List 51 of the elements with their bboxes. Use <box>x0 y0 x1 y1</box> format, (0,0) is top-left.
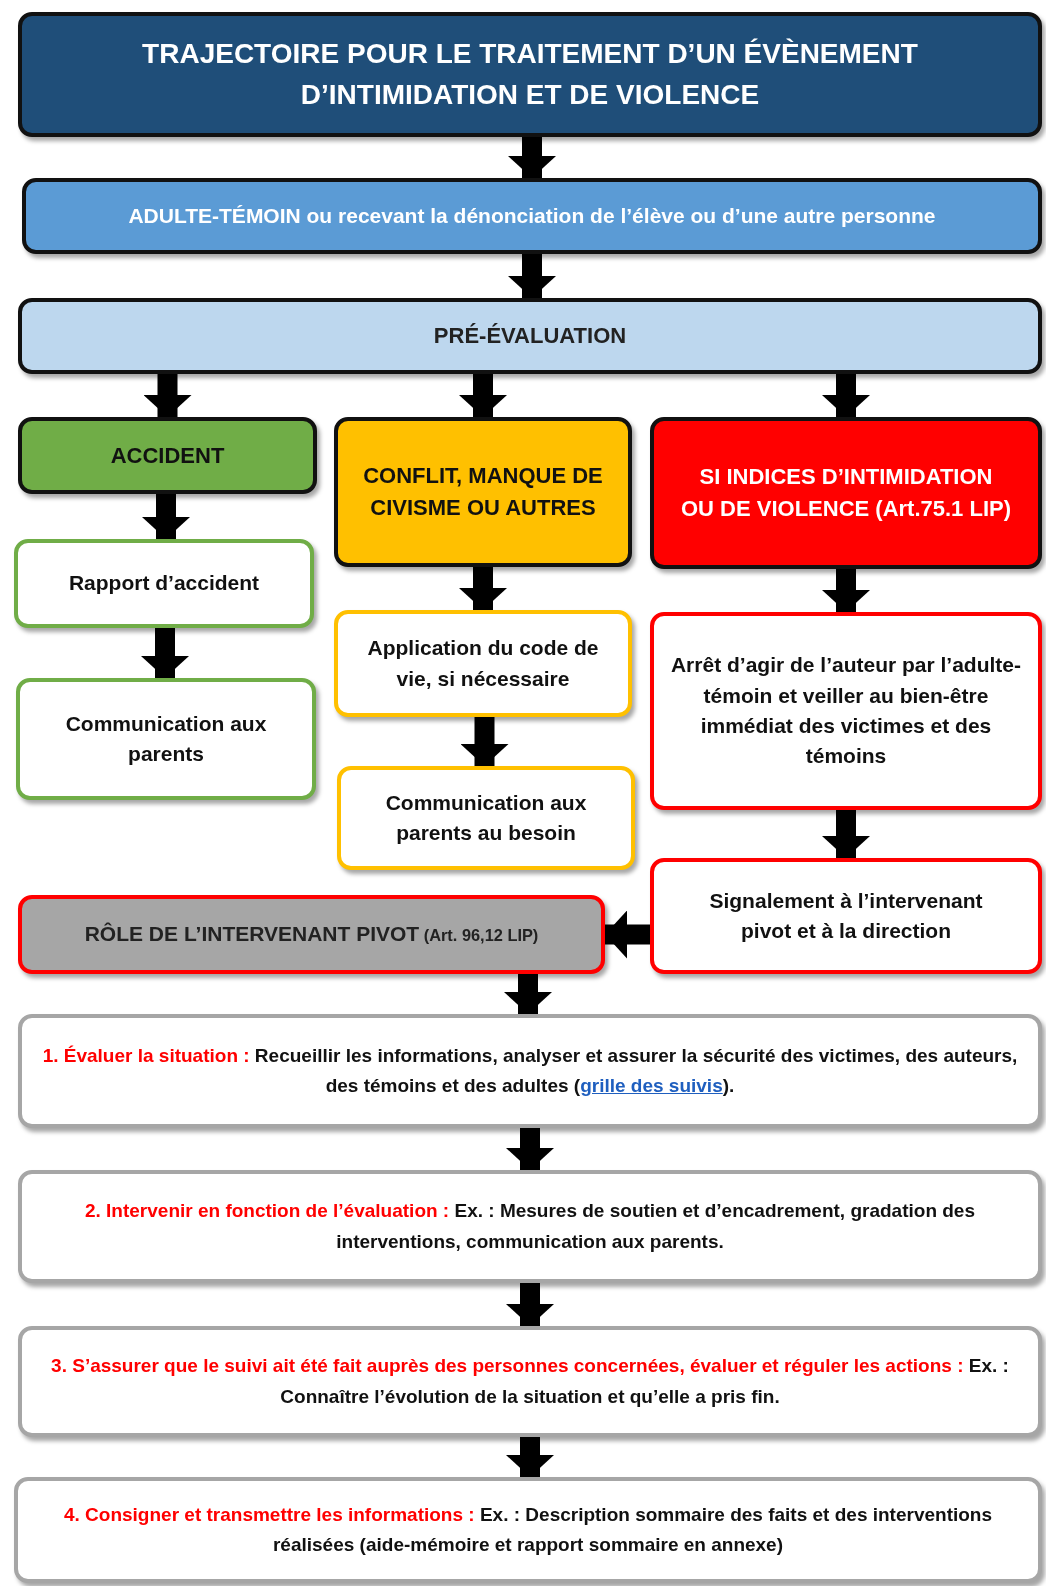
process-box <box>337 766 635 870</box>
process-box <box>14 539 314 628</box>
box-text: CONFLIT, MANQUE DE CIVISME OU AUTRES <box>362 462 604 522</box>
block-arrow <box>506 1437 554 1477</box>
step-box <box>18 1326 1042 1437</box>
role-box <box>18 895 605 974</box>
block-arrow <box>508 254 556 298</box>
box-text: Communication aux parents <box>64 710 268 767</box>
block-arrow <box>460 717 509 766</box>
category-box <box>18 417 317 494</box>
block-arrow <box>504 974 552 1014</box>
step-text: 1. Évaluer la situation : Recueillir les informations, analyser et assurer la sécurité des victimes, des auteurs, des témoins et des adultes (grille des suivis). <box>41 1043 1019 1098</box>
category-box <box>334 417 632 567</box>
block-arrow <box>506 1128 554 1170</box>
block-arrow <box>141 628 189 678</box>
box-text: Arrêt d’agir de l’auteur par l’adulte-témoin et veiller au bien-être immédiat des victimes et des témoins <box>669 652 1023 770</box>
step-box <box>18 1170 1042 1283</box>
block-arrow <box>822 810 870 858</box>
box-text: SI INDICES D’INTIMIDATION OU DE VIOLENCE (Art.75.1 LIP) <box>680 463 1012 523</box>
box-text: PRÉ-ÉVALUATION <box>433 322 627 351</box>
box-text: TRAJECTOIRE POUR LE TRAITEMENT D’UN ÉVÈNEMENT D’INTIMIDATION ET DE VIOLENCE <box>141 36 919 112</box>
process-box <box>18 298 1042 374</box>
step-text: 4. Consigner et transmettre les informations : Ex. : Description sommaire des faits et des interventions réalisées (aide-mémoire et rapport sommaire en annexe) <box>62 1502 994 1557</box>
block-arrow <box>143 374 192 417</box>
link: grille des suivis <box>580 1075 723 1096</box>
box-text: RÔLE DE L’INTERVENANT PIVOT (Art. 96,12 LIP) <box>84 921 539 948</box>
block-arrow <box>459 374 507 417</box>
block-arrow <box>508 137 556 178</box>
box-text: Application du code de vie, si nécessaire <box>366 635 600 692</box>
block-arrow <box>822 374 870 417</box>
title-banner <box>18 12 1042 137</box>
box-text: Communication aux parents au besoin <box>384 789 588 846</box>
block-arrow <box>459 567 507 610</box>
box-text: Signalement à l’intervenant pivot et à la direction <box>708 887 984 944</box>
box-text: Rapport d’accident <box>68 570 260 597</box>
step-text: 2. Intervenir en fonction de l’évaluation : Ex. : Mesures de soutien et d’encadrement, gradation des interventions, communication aux parents. <box>83 1199 976 1254</box>
block-arrow <box>506 1283 554 1326</box>
step-box <box>14 1477 1042 1583</box>
block-arrow <box>605 910 650 959</box>
block-arrow <box>142 494 190 539</box>
box-text: ADULTE-TÉMOIN ou recevant la dénonciation de l’élève ou d’une autre personne <box>128 202 936 229</box>
process-box <box>334 610 632 717</box>
process-box <box>650 612 1042 810</box>
category-box <box>650 417 1042 569</box>
process-box <box>22 178 1042 254</box>
process-box <box>650 858 1042 974</box>
box-text: ACCIDENT <box>110 441 225 470</box>
process-box <box>16 678 316 800</box>
block-arrow <box>822 569 870 612</box>
step-box <box>18 1014 1042 1128</box>
step-text: 3. S’assurer que le suivi ait été fait auprès des personnes concernées, évaluer et réguler les actions : Ex. : Connaître l’évolution de la situation et qu’elle a pris fin. <box>50 1354 1010 1409</box>
